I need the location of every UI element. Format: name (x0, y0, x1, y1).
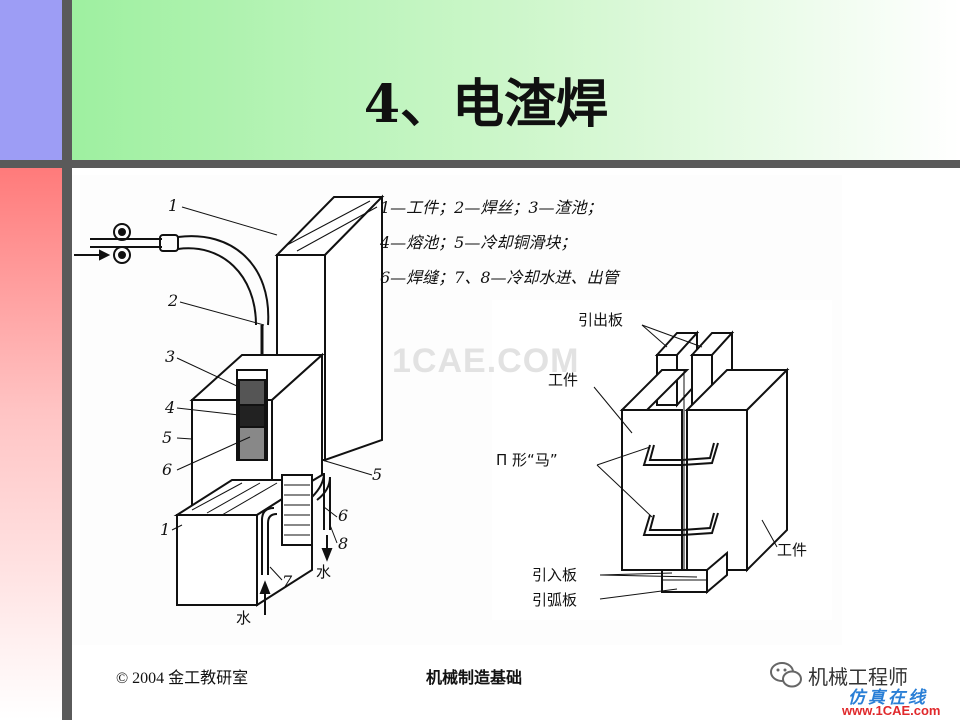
wechat-icon (770, 662, 802, 688)
right-assembly-setup (593, 324, 790, 600)
accent-band-top-left (0, 0, 62, 160)
water-in-label: 水 (236, 609, 251, 627)
legend-line: 1—工件；2—焊丝；3—渣池； (380, 198, 603, 217)
workpiece-label: 工件 (777, 541, 807, 559)
callout-label: 5 (162, 428, 172, 447)
left-diagram-callouts: 1 2 3 4 5 6 1 5 6 8 7 水 水 (160, 196, 382, 627)
workpiece-label: 工件 (548, 371, 578, 389)
right-diagram-labels: 引出板 工件 Π 形“马” 工件 引入板 引弧板 (496, 311, 807, 609)
account-name: 机械工程师 (808, 664, 908, 689)
horizontal-rule (0, 160, 960, 168)
callout-label: 6 (338, 506, 348, 525)
lead-out-plate-label: 引出板 (578, 311, 623, 329)
site-url: www.1CAE.com (842, 703, 941, 718)
footer-copyright: © 2004 金工教研室 (116, 670, 249, 687)
callout-label: 6 (162, 460, 172, 479)
callout-label: 7 (282, 572, 293, 591)
vertical-rule (62, 0, 72, 720)
legend-line: 4—熔池；5—冷却铜滑块； (380, 233, 577, 252)
site-tag: 仿真在线 (848, 688, 928, 708)
accent-band-top (72, 0, 960, 160)
figure-legend: 1—工件；2—焊丝；3—渣池； 4—熔池；5—冷却铜滑块； 6—焊缝；7、8—冷… (380, 190, 710, 295)
callout-label: 2 (167, 291, 178, 310)
legend-line: 6—焊缝；7、8—冷却水进、出管 (380, 268, 619, 287)
site-watermark: 1CAE.COM (392, 342, 580, 380)
figure-drawing: 1 2 3 4 5 6 1 5 6 8 7 水 水 (72, 175, 842, 645)
water-out-label: 水 (316, 563, 331, 581)
callout-label: 8 (338, 534, 348, 553)
callout-label: 1 (168, 196, 178, 215)
slide-title: 4、电渣焊 (363, 74, 609, 135)
arc-plate-label: 引弧板 (532, 591, 577, 609)
callout-label: 4 (164, 398, 175, 417)
electroslag-welding-figure: 1 2 3 4 5 6 1 5 6 8 7 水 水 (72, 175, 842, 645)
callout-label: 1 (160, 520, 170, 539)
footer-course: 机械制造基础 (426, 668, 523, 687)
h-clamp-label: Π 形“马” (496, 451, 558, 469)
lead-in-plate-label: 引入板 (532, 566, 577, 584)
callout-label: 5 (372, 465, 382, 484)
callout-label: 3 (165, 347, 175, 366)
account-badge: 机械工程师 (770, 660, 908, 690)
accent-band-left (0, 160, 62, 720)
left-welding-setup (74, 194, 385, 615)
